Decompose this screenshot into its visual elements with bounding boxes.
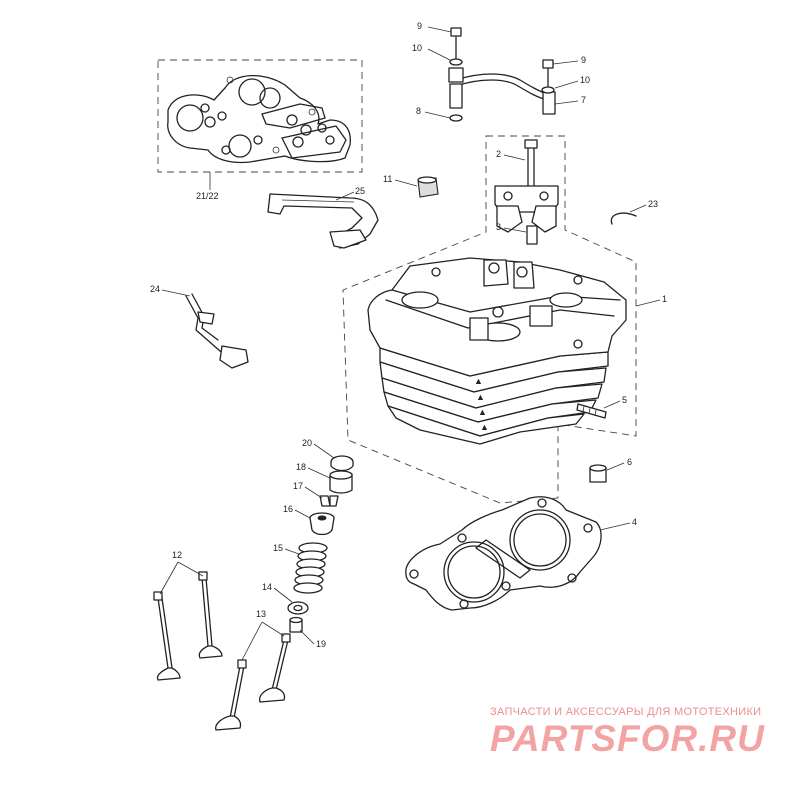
leader-19 (299, 629, 315, 645)
part-17-cotters (319, 495, 339, 507)
callout-25: 25 (355, 186, 365, 196)
leader-9-top (427, 26, 452, 33)
fin-mark-2: ▲ (476, 392, 485, 402)
part-20-shim (330, 455, 354, 472)
part-24-bracket (185, 293, 249, 369)
callout-21-22: 21/22 (196, 191, 219, 201)
callout-8: 8 (416, 106, 421, 116)
callout-19: 19 (316, 639, 326, 649)
callout-9-top: 9 (417, 21, 422, 31)
part-14-spring-seat (287, 601, 309, 615)
fin-mark-3: ▲ (478, 407, 487, 417)
leader-13b (261, 621, 285, 637)
callout-3: 3 (496, 222, 501, 232)
callout-10-top: 10 (412, 43, 422, 53)
fin-mark-4: ▲ (480, 422, 489, 432)
leader-23 (629, 204, 647, 213)
gasket-set-21-22 (167, 74, 351, 164)
part-6-dowel (589, 464, 607, 483)
leader-14 (273, 587, 293, 603)
callout-6: 6 (627, 457, 632, 467)
leader-1 (635, 299, 661, 307)
watermark-logo: PartsFor.ru (490, 718, 765, 759)
fin-marks: ▲ (474, 376, 483, 386)
part-16-retainer (309, 512, 335, 536)
leader-4 (599, 522, 631, 531)
leader-16 (294, 509, 311, 519)
leader-6 (606, 462, 625, 471)
part-1-cylinder-head: ▲ ▲ ▲ ▲ (367, 257, 627, 445)
leader-12a (159, 561, 179, 595)
part-13-valves (215, 633, 291, 731)
leader-15 (284, 548, 300, 555)
leader-3 (503, 227, 527, 233)
watermark-tagline: ЗАПЧАСТИ И АКСЕССУАРЫ ДЛЯ МОТОТЕХНИКИ (490, 706, 762, 718)
callout-16: 16 (283, 504, 293, 514)
callout-23: 23 (648, 199, 658, 209)
part-5-stud (576, 403, 607, 419)
leader-8 (424, 111, 451, 119)
part-4-head-gasket (405, 496, 602, 611)
callout-10-right: 10 (580, 75, 590, 85)
leader-11 (394, 179, 418, 187)
leader-20 (313, 443, 335, 459)
oil-feed-pipe (448, 27, 556, 122)
part-12-valves (153, 571, 223, 681)
part-25-bracket (267, 193, 379, 249)
leader-10-right (554, 80, 579, 89)
part-11-nut (417, 176, 439, 198)
callout-15: 15 (273, 543, 283, 553)
part-15-valve-spring (293, 542, 328, 594)
callout-12: 12 (172, 550, 182, 560)
callout-2: 2 (496, 149, 501, 159)
callout-9-right: 9 (581, 55, 586, 65)
callout-1: 1 (662, 294, 667, 304)
leader-13a (241, 621, 263, 661)
part-19-valve-seal (289, 616, 303, 633)
leader-24 (161, 289, 191, 297)
leader-12b (177, 561, 204, 577)
callout-7: 7 (581, 95, 586, 105)
leader-10-top (427, 48, 451, 61)
callout-11: 11 (383, 174, 392, 184)
callout-20: 20 (302, 438, 312, 448)
callout-18: 18 (296, 462, 306, 472)
leader-7 (554, 100, 579, 105)
cylinder-head-group-box (342, 135, 637, 504)
callout-24: 24 (150, 284, 160, 294)
callout-14: 14 (262, 582, 272, 592)
callout-5: 5 (622, 395, 627, 405)
callout-4: 4 (632, 517, 637, 527)
leader-18 (307, 467, 331, 479)
part-23-clip (610, 212, 637, 225)
rocker-bracket (494, 139, 559, 245)
leader-25 (335, 191, 355, 201)
part-18-bucket (329, 470, 353, 494)
leader-9-right (552, 60, 579, 65)
leader-17 (304, 486, 323, 499)
callout-17: 17 (293, 481, 303, 491)
gasket-set-group-box (157, 59, 363, 173)
callout-13: 13 (256, 609, 266, 619)
leader-5 (603, 400, 621, 409)
leader-2 (503, 154, 526, 161)
